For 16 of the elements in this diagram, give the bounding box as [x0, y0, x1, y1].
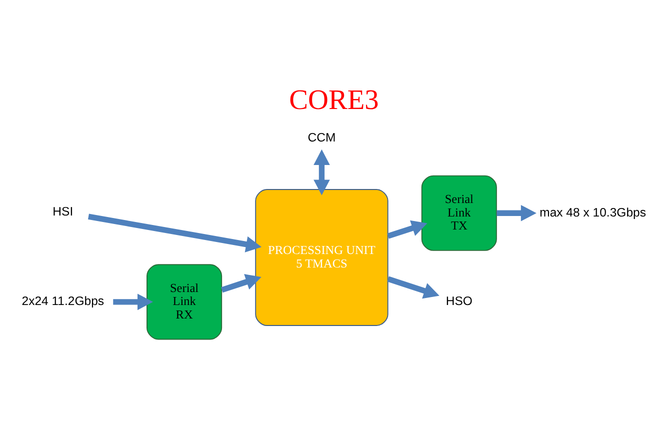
arrow — [387, 220, 428, 239]
node-text: CCM — [308, 130, 336, 145]
node-text: HSI — [52, 204, 74, 218]
arrow — [88, 214, 262, 252]
arrow — [221, 274, 262, 293]
node-text: HSO — [446, 294, 472, 308]
node-text: max 48 x 10.3Gbps — [540, 205, 646, 220]
node-box: Serial Link TX — [421, 175, 497, 251]
node-box: PROCESSING UNIT 5 TMACS — [255, 189, 388, 326]
diagram-title: CORE3 — [289, 85, 379, 116]
arrow — [387, 276, 440, 299]
node-box: Serial Link RX — [146, 264, 222, 340]
node-text: 2x24 11.2Gbps — [22, 294, 104, 308]
arrow — [496, 204, 536, 222]
arrow — [113, 294, 154, 310]
arrow — [314, 149, 330, 196]
